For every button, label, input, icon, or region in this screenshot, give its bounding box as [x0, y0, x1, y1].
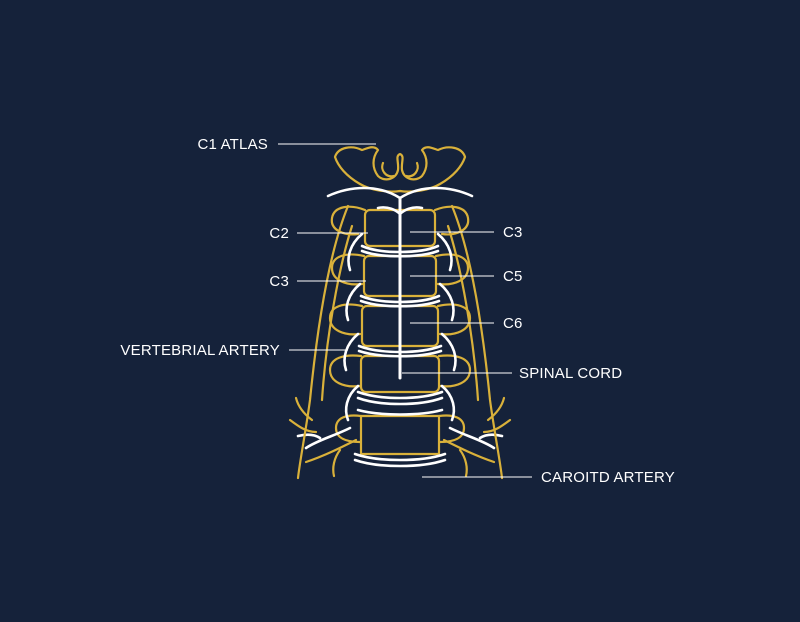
label-c2: C2	[269, 225, 289, 242]
spinal-cord-branch	[376, 206, 424, 216]
label-vertebrial-artery: VERTEBRIAL ARTERY	[120, 342, 280, 359]
right-outer-vessels	[442, 204, 512, 480]
left-outer-vessels	[288, 204, 358, 480]
leader-lines	[278, 143, 532, 478]
label-c1-atlas: C1 ATLAS	[197, 136, 268, 153]
label-c3-left: C3	[269, 273, 289, 290]
left-artery-white	[296, 232, 364, 450]
label-c3-right: C3	[503, 224, 523, 241]
right-artery-white	[436, 232, 504, 450]
label-c6: C6	[503, 315, 523, 332]
label-carotid-artery: CAROITD ARTERY	[541, 469, 675, 486]
label-spinal-cord: SPINAL CORD	[519, 365, 622, 382]
label-c5: C5	[503, 268, 523, 285]
atlas-vertebra	[333, 146, 467, 193]
